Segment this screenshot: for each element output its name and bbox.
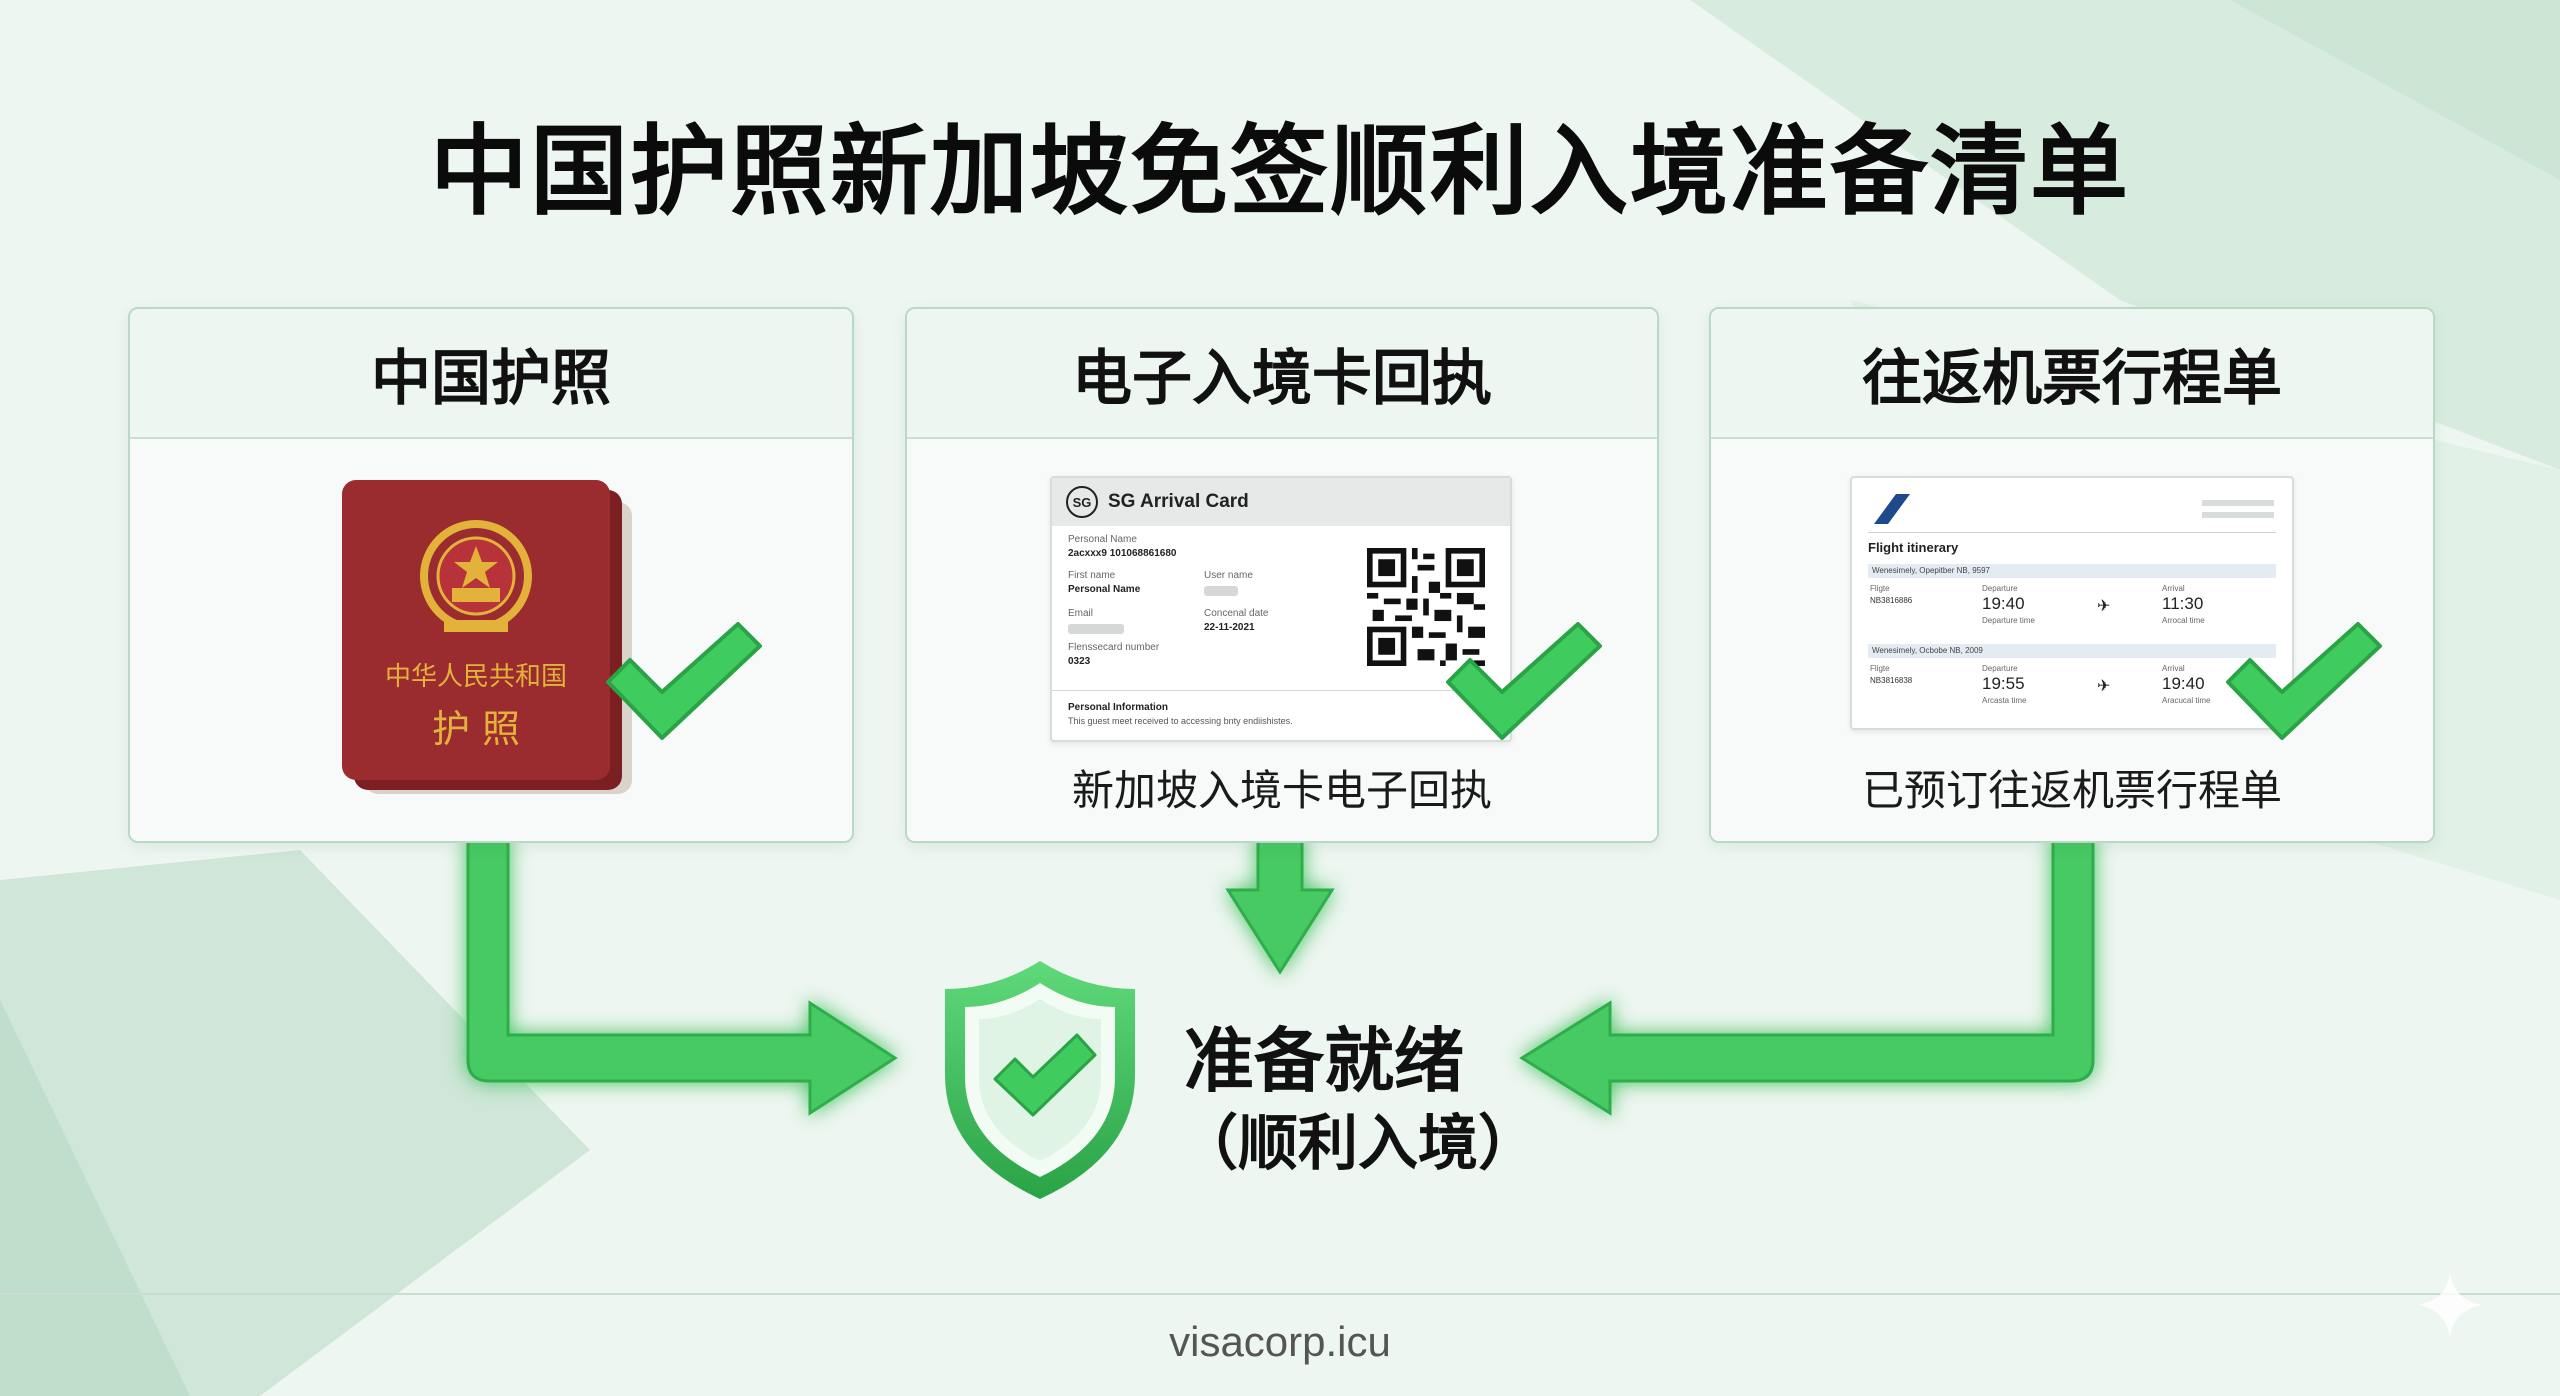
field-label: User name	[1204, 570, 1253, 581]
check-icon	[2226, 622, 2382, 740]
itinerary-card: 往返机票行程单 已预订往返机票行程单	[1709, 307, 2435, 843]
departure-sub: Arcasta time	[1982, 696, 2027, 705]
flight-label: Fligte	[1870, 664, 1890, 673]
left-arrow	[466, 836, 898, 1116]
card-header: 电子入境卡回执	[907, 309, 1657, 439]
plane-icon: ✈	[2097, 678, 2111, 695]
section-text: This guest meet received to accessing bn…	[1068, 716, 1293, 726]
card-header: 中国护照	[130, 309, 852, 439]
flight-number: NB3816886	[1870, 596, 1913, 605]
airline-logo-icon	[1874, 494, 1910, 524]
check-icon	[606, 622, 762, 740]
page-title: 中国护照新加坡免签顺利入境准备清单	[429, 115, 2130, 229]
emblem-icon	[420, 520, 532, 632]
arrival-label: Arrival	[2162, 584, 2185, 593]
arrival-sub: Aracucal time	[2162, 696, 2211, 705]
passport-line1: 中华人民共和国	[384, 662, 567, 692]
footer-divider	[0, 1293, 2560, 1295]
footer-domain[interactable]: visacorp.icu	[1169, 1318, 1391, 1365]
field-label: Email	[1068, 608, 1094, 619]
arrival-time: 11:30	[2162, 594, 2204, 613]
field-value: Personal Name	[1068, 584, 1141, 595]
flight-number: NB3816838	[1870, 676, 1913, 685]
shield-check-icon	[945, 961, 1135, 1199]
departure-sub: Departure time	[1982, 616, 2035, 625]
leg-date: Wenesimely, Opepitber NB, 9597	[1868, 564, 2276, 578]
sparkle-icon	[2417, 1272, 2483, 1338]
section-title: Personal Information	[1068, 702, 1169, 713]
arrival-sub: Arrocal time	[2162, 616, 2205, 625]
card-caption: 新加坡入境卡电子回执	[1071, 766, 1492, 815]
card-header: 往返机票行程单	[1711, 309, 2433, 439]
flight-label: Fligte	[1870, 584, 1890, 593]
departure-label: Departure	[1982, 584, 2018, 593]
field-label: Personal Name	[1068, 534, 1137, 545]
passport-illustration: 中华人民共和国 护 照	[338, 476, 638, 800]
arrival-card-receipt: SG SG Arrival Card Personal Name 2acxxx9…	[1050, 476, 1512, 742]
middle-arrow	[1225, 836, 1335, 975]
passport-book	[342, 480, 632, 794]
field-value: 22-11-2021	[1204, 622, 1255, 633]
redacted-value	[1204, 586, 1238, 596]
flight-itinerary: Flight itinerary Wenesimely, Opepitber N…	[1850, 476, 2294, 730]
arrival-time: 19:40	[2162, 674, 2205, 693]
sg-logo-icon: SG	[1066, 486, 1098, 518]
itinerary-title: Flight itinerary	[1868, 540, 1959, 555]
plane-icon: ✈	[2097, 598, 2111, 615]
departure-label: Departure	[1982, 664, 2018, 673]
departure-time: 19:40	[1982, 594, 2025, 613]
field-label: Flenssecard number	[1068, 642, 1160, 653]
passport-line2: 护 照	[431, 707, 521, 751]
qr-code-icon	[1367, 548, 1485, 666]
leg-date: Wenesimely, Ocbobe NB, 2009	[1868, 644, 2276, 658]
status-subtitle: （顺利入境）	[1178, 1109, 1538, 1179]
departure-time: 19:55	[1982, 674, 2025, 693]
field-value: 0323	[1068, 656, 1091, 667]
status-title: 准备就绪	[1184, 1020, 1464, 1102]
card-caption: 已预订往返机票行程单	[1861, 766, 2282, 815]
field-value: 2acxxx9 101068861680	[1068, 548, 1177, 559]
check-icon	[1446, 622, 1602, 740]
field-label: Concenal date	[1204, 608, 1269, 619]
right-arrow	[1519, 836, 2095, 1116]
arrival-card-title: SG Arrival Card	[1108, 491, 1249, 512]
arrival-label: Arrival	[2162, 664, 2185, 673]
field-label: First name	[1068, 570, 1116, 581]
arrival-card-header: SG SG Arrival Card	[1052, 478, 1510, 526]
redacted-value	[1068, 624, 1124, 634]
